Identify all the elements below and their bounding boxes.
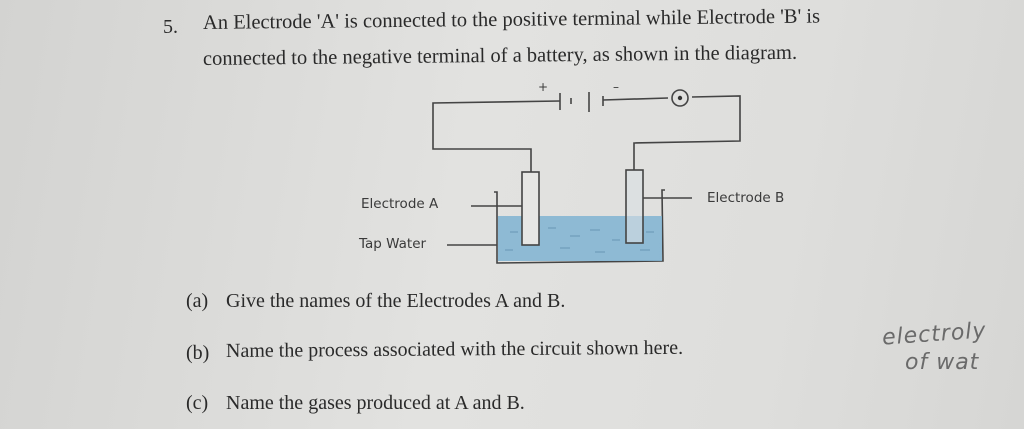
electrode-b-label: Electrode B — [707, 190, 785, 206]
beaker — [494, 189, 665, 264]
plus-sign: + — [538, 80, 549, 94]
wire-right — [602, 97, 669, 101]
wire-right-2 — [633, 95, 741, 170]
wire-left — [432, 100, 561, 172]
part-c-label: (c) — [186, 392, 209, 414]
tap-water-label: Tap Water — [359, 236, 427, 252]
minus-sign: – — [613, 80, 619, 94]
electrode-a — [521, 171, 540, 246]
question-number: 5. — [163, 16, 178, 38]
electrode-b — [625, 169, 644, 244]
part-a-label: (a) — [186, 290, 209, 312]
part-b-label: (b) — [186, 342, 210, 364]
electrode-a-label: Electrode A — [361, 196, 439, 212]
part-a-text: Give the names of the Electrodes A and B… — [226, 290, 566, 312]
bulb-icon — [671, 89, 689, 107]
part-b-text: Name the process associated with the cir… — [225, 336, 684, 362]
handwritten-answer-line-2: of wat — [905, 350, 980, 375]
part-c-text: Name the gases produced at A and B. — [226, 392, 525, 414]
